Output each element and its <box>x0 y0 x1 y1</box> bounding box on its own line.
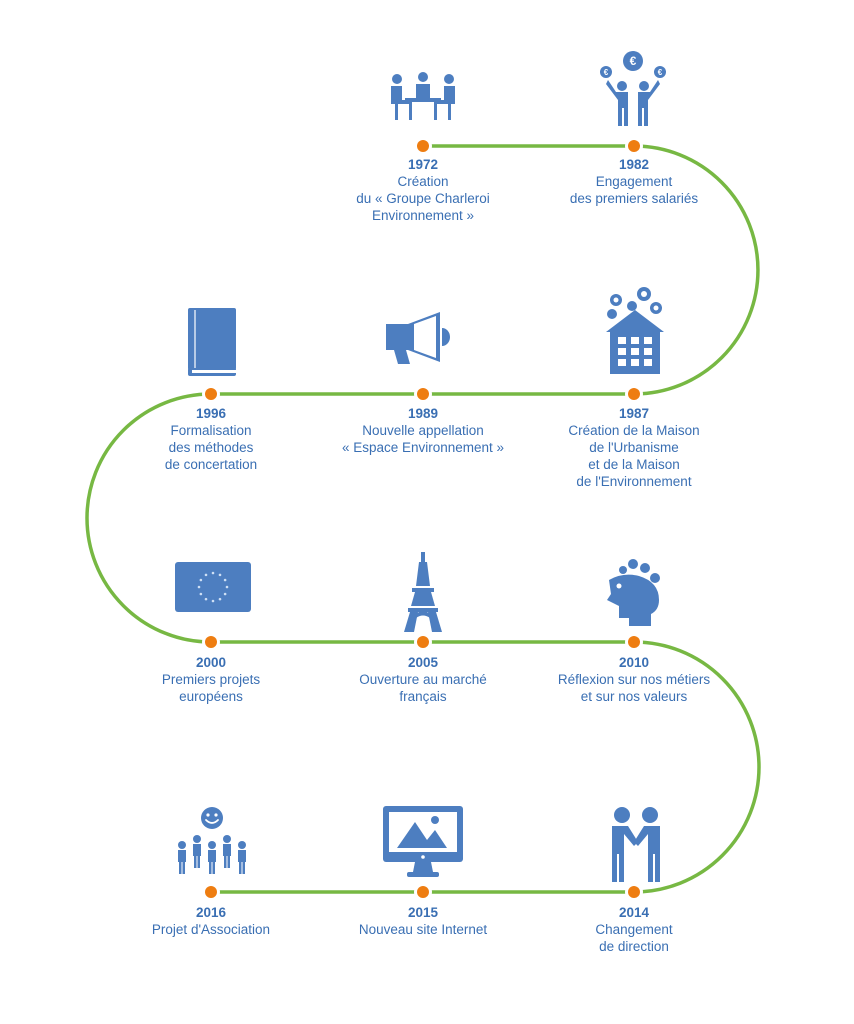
milestone-text: de l'Environnement <box>576 474 692 489</box>
milestone-year: 2016 <box>195 905 227 920</box>
milestone-year: 1996 <box>195 406 227 421</box>
svg-text:€: € <box>630 54 637 68</box>
svg-text:€: € <box>604 68 609 77</box>
milestone-dot-1996 <box>205 388 217 400</box>
milestone-dot-1987 <box>628 388 640 400</box>
eu-star <box>197 585 201 589</box>
milestone-1982: 1982 Engagement des premiers salariés <box>514 156 754 207</box>
milestone-text: français <box>399 689 447 704</box>
milestone-year: 2014 <box>618 905 650 920</box>
milestone-text: de l'Urbanisme <box>589 440 679 455</box>
milestone-dot-2016 <box>205 886 217 898</box>
milestone-text: Changement <box>595 922 673 937</box>
milestone-1987: 1987 Création de la Maison de l'Urbanism… <box>514 405 754 490</box>
milestone-text: « Espace Environnement » <box>341 440 505 455</box>
milestone-year: 2010 <box>618 655 650 670</box>
milestone-text: Nouvelle appellation <box>362 423 484 438</box>
milestone-2015: 2015 Nouveau site Internet <box>303 904 543 938</box>
house-gears-icon <box>602 282 668 374</box>
eu-star <box>204 573 208 577</box>
eu-star <box>204 597 208 601</box>
eu-star <box>223 592 227 596</box>
eu-star <box>211 599 215 603</box>
milestone-year: 2005 <box>407 655 439 670</box>
eu-star <box>218 597 222 601</box>
milestone-2014: 2014 Changement de direction <box>514 904 754 955</box>
milestone-text: de concertation <box>164 457 258 472</box>
milestone-text: Engagement <box>595 174 673 189</box>
book-icon <box>186 306 240 378</box>
milestone-2010: 2010 Réflexion sur nos métiers et sur no… <box>514 654 754 705</box>
milestone-year: 1987 <box>618 406 650 421</box>
milestone-1989: 1989 Nouvelle appellation « Espace Envir… <box>303 405 543 456</box>
eu-star <box>223 578 227 582</box>
monitor-icon <box>383 806 463 880</box>
milestone-text: et de la Maison <box>588 457 680 472</box>
milestone-text: Création <box>397 174 449 189</box>
eiffel-tower-icon <box>402 552 444 632</box>
eu-star <box>199 578 203 582</box>
milestone-dot-1989 <box>417 388 429 400</box>
eu-flag-icon <box>175 562 251 612</box>
milestone-text: et sur nos valeurs <box>580 689 688 704</box>
milestone-text: Nouveau site Internet <box>358 922 488 937</box>
eu-star <box>218 573 222 577</box>
milestone-text: Ouverture au marché <box>359 672 487 687</box>
milestone-2000: 2000 Premiers projets européens <box>91 654 331 705</box>
milestone-text: des méthodes <box>168 440 254 455</box>
milestone-dot-2014 <box>628 886 640 898</box>
milestone-text: Formalisation <box>170 423 252 438</box>
milestone-year: 1982 <box>618 157 650 172</box>
milestone-year: 1989 <box>407 406 439 421</box>
eu-star <box>225 585 229 589</box>
svg-text:€: € <box>658 68 663 77</box>
group-smiley-icon <box>174 806 250 880</box>
employees-euro-icon: € € € <box>598 50 668 130</box>
head-gears-icon <box>603 556 663 626</box>
milestone-year: 2000 <box>195 655 227 670</box>
milestone-2005: 2005 Ouverture au marché français <box>303 654 543 705</box>
milestone-dot-2010 <box>628 636 640 648</box>
milestone-year: 1972 <box>407 157 439 172</box>
milestone-text: du « Groupe Charleroi <box>356 191 490 206</box>
megaphone-icon <box>384 310 456 364</box>
milestone-text: Réflexion sur nos métiers <box>557 672 711 687</box>
eu-star <box>211 571 215 575</box>
milestone-1972: 1972 Création du « Groupe Charleroi Envi… <box>303 156 543 224</box>
milestone-dot-2005 <box>417 636 429 648</box>
eu-star <box>199 592 203 596</box>
milestone-2016: 2016 Projet d'Association <box>91 904 331 938</box>
milestone-text: Environnement » <box>371 208 475 223</box>
milestone-dot-1972 <box>417 140 429 152</box>
milestone-text: de direction <box>599 939 669 954</box>
handshake-icon <box>608 806 664 882</box>
milestone-dot-1982 <box>628 140 640 152</box>
milestone-year: 2015 <box>407 905 439 920</box>
milestone-text: Projet d'Association <box>151 922 271 937</box>
milestone-text: européens <box>179 689 243 704</box>
meeting-icon <box>387 70 459 126</box>
milestone-text: Premiers projets <box>161 672 261 687</box>
milestone-text: des premiers salariés <box>569 191 699 206</box>
milestone-dot-2000 <box>205 636 217 648</box>
milestone-dot-2015 <box>417 886 429 898</box>
milestone-1996: 1996 Formalisation des méthodes de conce… <box>91 405 331 473</box>
milestone-text: Création de la Maison <box>568 423 700 438</box>
